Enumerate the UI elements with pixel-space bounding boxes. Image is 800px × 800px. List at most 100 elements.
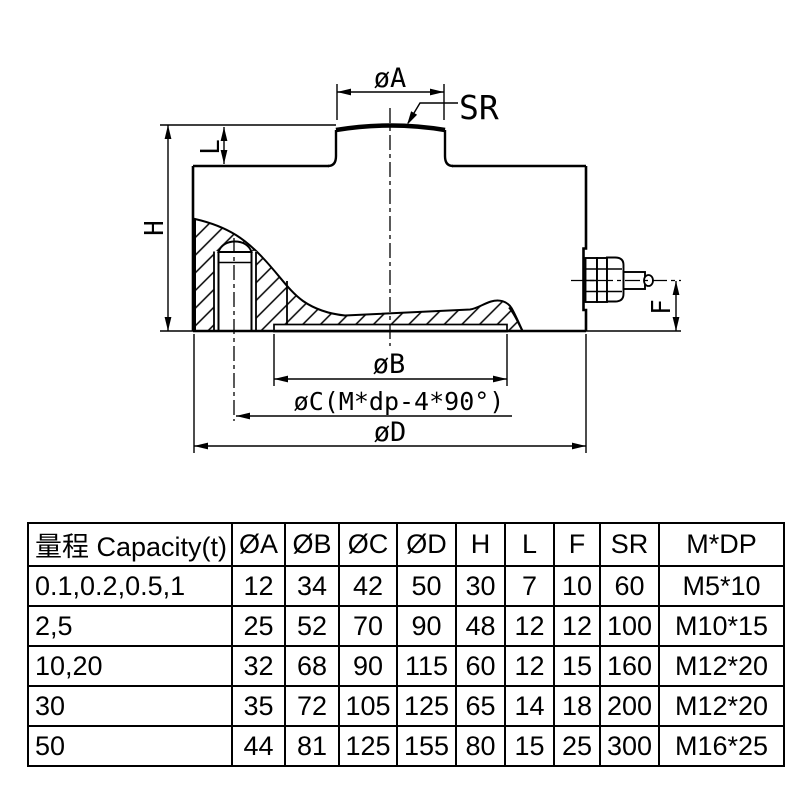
f-arrow-bottom (672, 317, 680, 331)
body-right-edge-with-notch (582, 166, 588, 331)
table-cell: 105 (338, 685, 399, 727)
col-header-dia-a: ØA (231, 522, 287, 567)
col-header-sr: SR (599, 522, 661, 567)
label-sr: SR (459, 88, 499, 127)
table-cell: 34 (284, 565, 341, 607)
dia-a-arrow-right (430, 88, 444, 96)
f-arrow-top (672, 281, 680, 295)
table-cell: 160 (599, 645, 661, 687)
col-header-dia-b: ØB (284, 522, 341, 567)
dim-label-dia-a: øA (374, 63, 407, 94)
table-cell: 10 (553, 565, 602, 607)
table-cell: 70 (338, 605, 399, 647)
dia-d-arrow-right (572, 442, 586, 450)
col-header-mdp: M*DP (658, 522, 786, 567)
dia-b-extension-lines (273, 334, 508, 386)
load-button-boss (327, 123, 454, 168)
dia-a-extension-lines (336, 84, 445, 120)
table-cell: 18 (553, 685, 602, 727)
dimension-lines (160, 84, 681, 453)
table-cell: 60 (455, 645, 507, 687)
table-cell: 50 (26, 725, 234, 767)
table-cell: 60 (599, 565, 661, 607)
dim-label-dia-b: øB (373, 349, 406, 380)
table-cell: 30 (26, 685, 234, 727)
table-cell: 48 (455, 605, 507, 647)
table-cell: 30 (455, 565, 507, 607)
bolt-head-dome (217, 240, 253, 253)
col-header-dia-c: ØC (338, 522, 399, 567)
table-cell: 80 (455, 725, 507, 767)
dimension-arrowheads (164, 88, 680, 450)
col-header-dia-d: ØD (396, 522, 458, 567)
dim-label-dia-c: øC(M*dp-4*90°) (294, 387, 505, 416)
l-arrow-top (220, 127, 228, 141)
connector-gland (606, 256, 625, 303)
table-cell: 115 (396, 645, 458, 687)
table-row: 0.1,0.2,0.5,1 12 34 42 50 30 7 10 60 M5*… (26, 565, 786, 607)
sr-leader-line (407, 102, 458, 124)
table-cell: 12 (553, 605, 602, 647)
col-header-f: F (553, 522, 602, 567)
dim-label-l: L (196, 139, 226, 155)
l-arrow-bottom (220, 150, 228, 164)
table-cell: 15 (553, 645, 602, 687)
boss-right-side (443, 130, 454, 168)
boss-left-side (327, 130, 338, 168)
table-cell: 52 (284, 605, 341, 647)
table-cell: 14 (504, 685, 556, 727)
table-cell: 25 (231, 605, 287, 647)
table-cell: 10,20 (26, 645, 234, 687)
table-cell: M10*15 (658, 605, 786, 647)
table-cell: 0.1,0.2,0.5,1 (26, 565, 234, 607)
load-cell-section-drawing: øA SR H L F øB øC(M*dp-4*90°) øD (140, 63, 681, 453)
table-row: 50 44 81 125 155 80 15 25 300 M16*25 (26, 725, 786, 767)
table-header-row: 量程 Capacity(t) ØA ØB ØC ØD H L F SR M*DP (26, 522, 786, 567)
table-cell: 44 (231, 725, 287, 767)
table-cell: 32 (231, 645, 287, 687)
table-row: 2,5 25 52 70 90 48 12 12 100 M10*15 (26, 605, 786, 647)
spherical-surface (335, 123, 446, 133)
table-cell: 72 (284, 685, 341, 727)
table-cell: 25 (553, 725, 602, 767)
table-cell: 12 (504, 645, 556, 687)
table-cell: 81 (284, 725, 341, 767)
dia-b-arrow-right (493, 375, 507, 383)
table-cell: 15 (504, 725, 556, 767)
table-row: 10,20 32 68 90 115 60 12 15 160 M12*20 (26, 645, 786, 687)
dim-label-h: H (140, 220, 170, 236)
mounting-bolt (213, 240, 257, 332)
table-cell: 7 (504, 565, 556, 607)
table-cell: M12*20 (658, 685, 786, 727)
dim-label-f: F (647, 299, 677, 315)
table-cell: 42 (338, 565, 399, 607)
dim-label-dia-d: øD (374, 417, 407, 448)
table-cell: M5*10 (658, 565, 786, 607)
bolt-shank (217, 251, 253, 332)
table-cell: 2,5 (26, 605, 234, 647)
table-row: 30 35 72 105 125 65 14 18 200 M12*20 (26, 685, 786, 727)
table-cell: 100 (599, 605, 661, 647)
sr-leader-arrow (407, 111, 418, 125)
table-cell: 200 (599, 685, 661, 727)
table-cell: 155 (396, 725, 458, 767)
h-arrow-top (164, 125, 172, 139)
dia-d-extension-lines (193, 334, 587, 453)
table-cell: 12 (504, 605, 556, 647)
centerlines (233, 108, 681, 421)
table-cell: 35 (231, 685, 287, 727)
diaphragm-curl-outline (508, 306, 524, 332)
table-cell: M16*25 (658, 725, 786, 767)
table-cell: M12*20 (658, 645, 786, 687)
dimension-labels: øA SR H L F øB øC(M*dp-4*90°) øD (140, 63, 677, 448)
dia-a-arrow-left (337, 88, 351, 96)
col-header-l: L (504, 522, 556, 567)
dia-d-arrow-left (194, 442, 208, 450)
h-arrow-bottom (164, 317, 172, 331)
cable-connector (584, 256, 654, 303)
spec-table: 量程 Capacity(t) ØA ØB ØC ØD H L F SR M*DP… (26, 522, 786, 767)
table-cell: 125 (338, 725, 399, 767)
table-cell: 12 (231, 565, 287, 607)
dia-c-arrow-left (236, 412, 250, 420)
